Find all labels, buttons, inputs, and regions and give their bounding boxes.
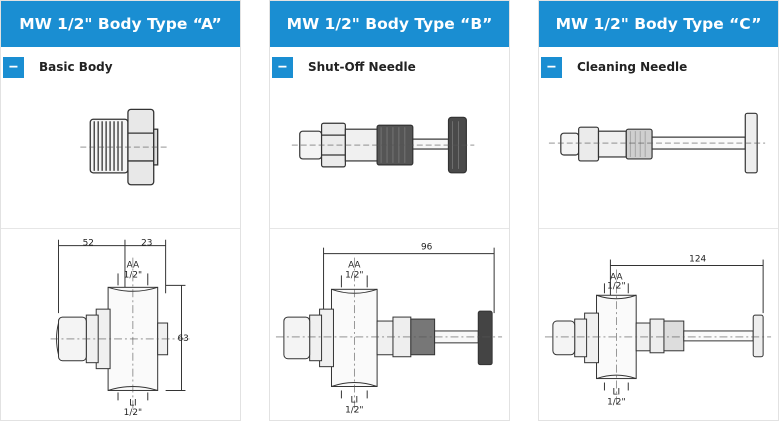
accordion-header[interactable]: − Cleaning Needle: [539, 57, 778, 81]
bottom-label: LI: [613, 387, 621, 397]
dim-length: 96: [421, 243, 433, 253]
card-body-type-c: MW 1/2" Body Type “C” − Cleaning Needle: [538, 0, 779, 421]
card-title: MW 1/2" Body Type “C”: [539, 1, 778, 47]
technical-drawing: 124 AA 1/2" LI 1/2": [544, 255, 772, 407]
top-label: AA: [610, 272, 623, 282]
bottom-size-label: 1/2": [607, 397, 625, 407]
collapse-icon[interactable]: −: [541, 57, 562, 78]
card-body-type-b: MW 1/2" Body Type “B” − Shut-Off Needle: [269, 0, 510, 421]
section-divider: [270, 228, 509, 229]
top-size-label: 1/2": [607, 281, 625, 291]
bottom-size-label: 1/2": [124, 408, 142, 418]
card-title: MW 1/2" Body Type “B”: [270, 1, 509, 47]
section-divider: [1, 228, 240, 229]
dim-right: 23: [141, 239, 152, 249]
top-label: AA: [127, 260, 140, 270]
bottom-label: LI: [350, 395, 358, 405]
card-body-type-a: MW 1/2" Body Type “A” − Basic Body: [0, 0, 241, 421]
section-divider: [539, 228, 778, 229]
top-label: AA: [348, 260, 361, 270]
collapse-icon[interactable]: −: [3, 57, 24, 78]
top-size-label: 1/2": [345, 270, 363, 280]
bottom-size-label: 1/2": [345, 405, 363, 415]
card-title: MW 1/2" Body Type “A”: [1, 1, 240, 47]
accordion-label: Cleaning Needle: [577, 60, 688, 74]
product-image: [80, 108, 168, 186]
technical-drawing: 52 23 63 AA 1/2" LI 1/2": [50, 239, 190, 418]
dim-left: 52: [83, 239, 94, 249]
bottom-label: LI: [129, 398, 137, 408]
accordion-header[interactable]: − Basic Body: [1, 57, 240, 81]
collapse-icon[interactable]: −: [272, 57, 293, 78]
product-image: [291, 116, 475, 174]
dim-height: 63: [178, 334, 189, 344]
dim-length: 124: [689, 255, 706, 265]
accordion-label: Shut-Off Needle: [308, 60, 416, 74]
product-image: [548, 112, 766, 174]
technical-drawing: 96 AA 1/2" LI 1/2": [275, 243, 503, 415]
top-size-label: 1/2": [124, 270, 142, 280]
accordion-header[interactable]: − Shut-Off Needle: [270, 57, 509, 81]
accordion-label: Basic Body: [39, 60, 113, 74]
